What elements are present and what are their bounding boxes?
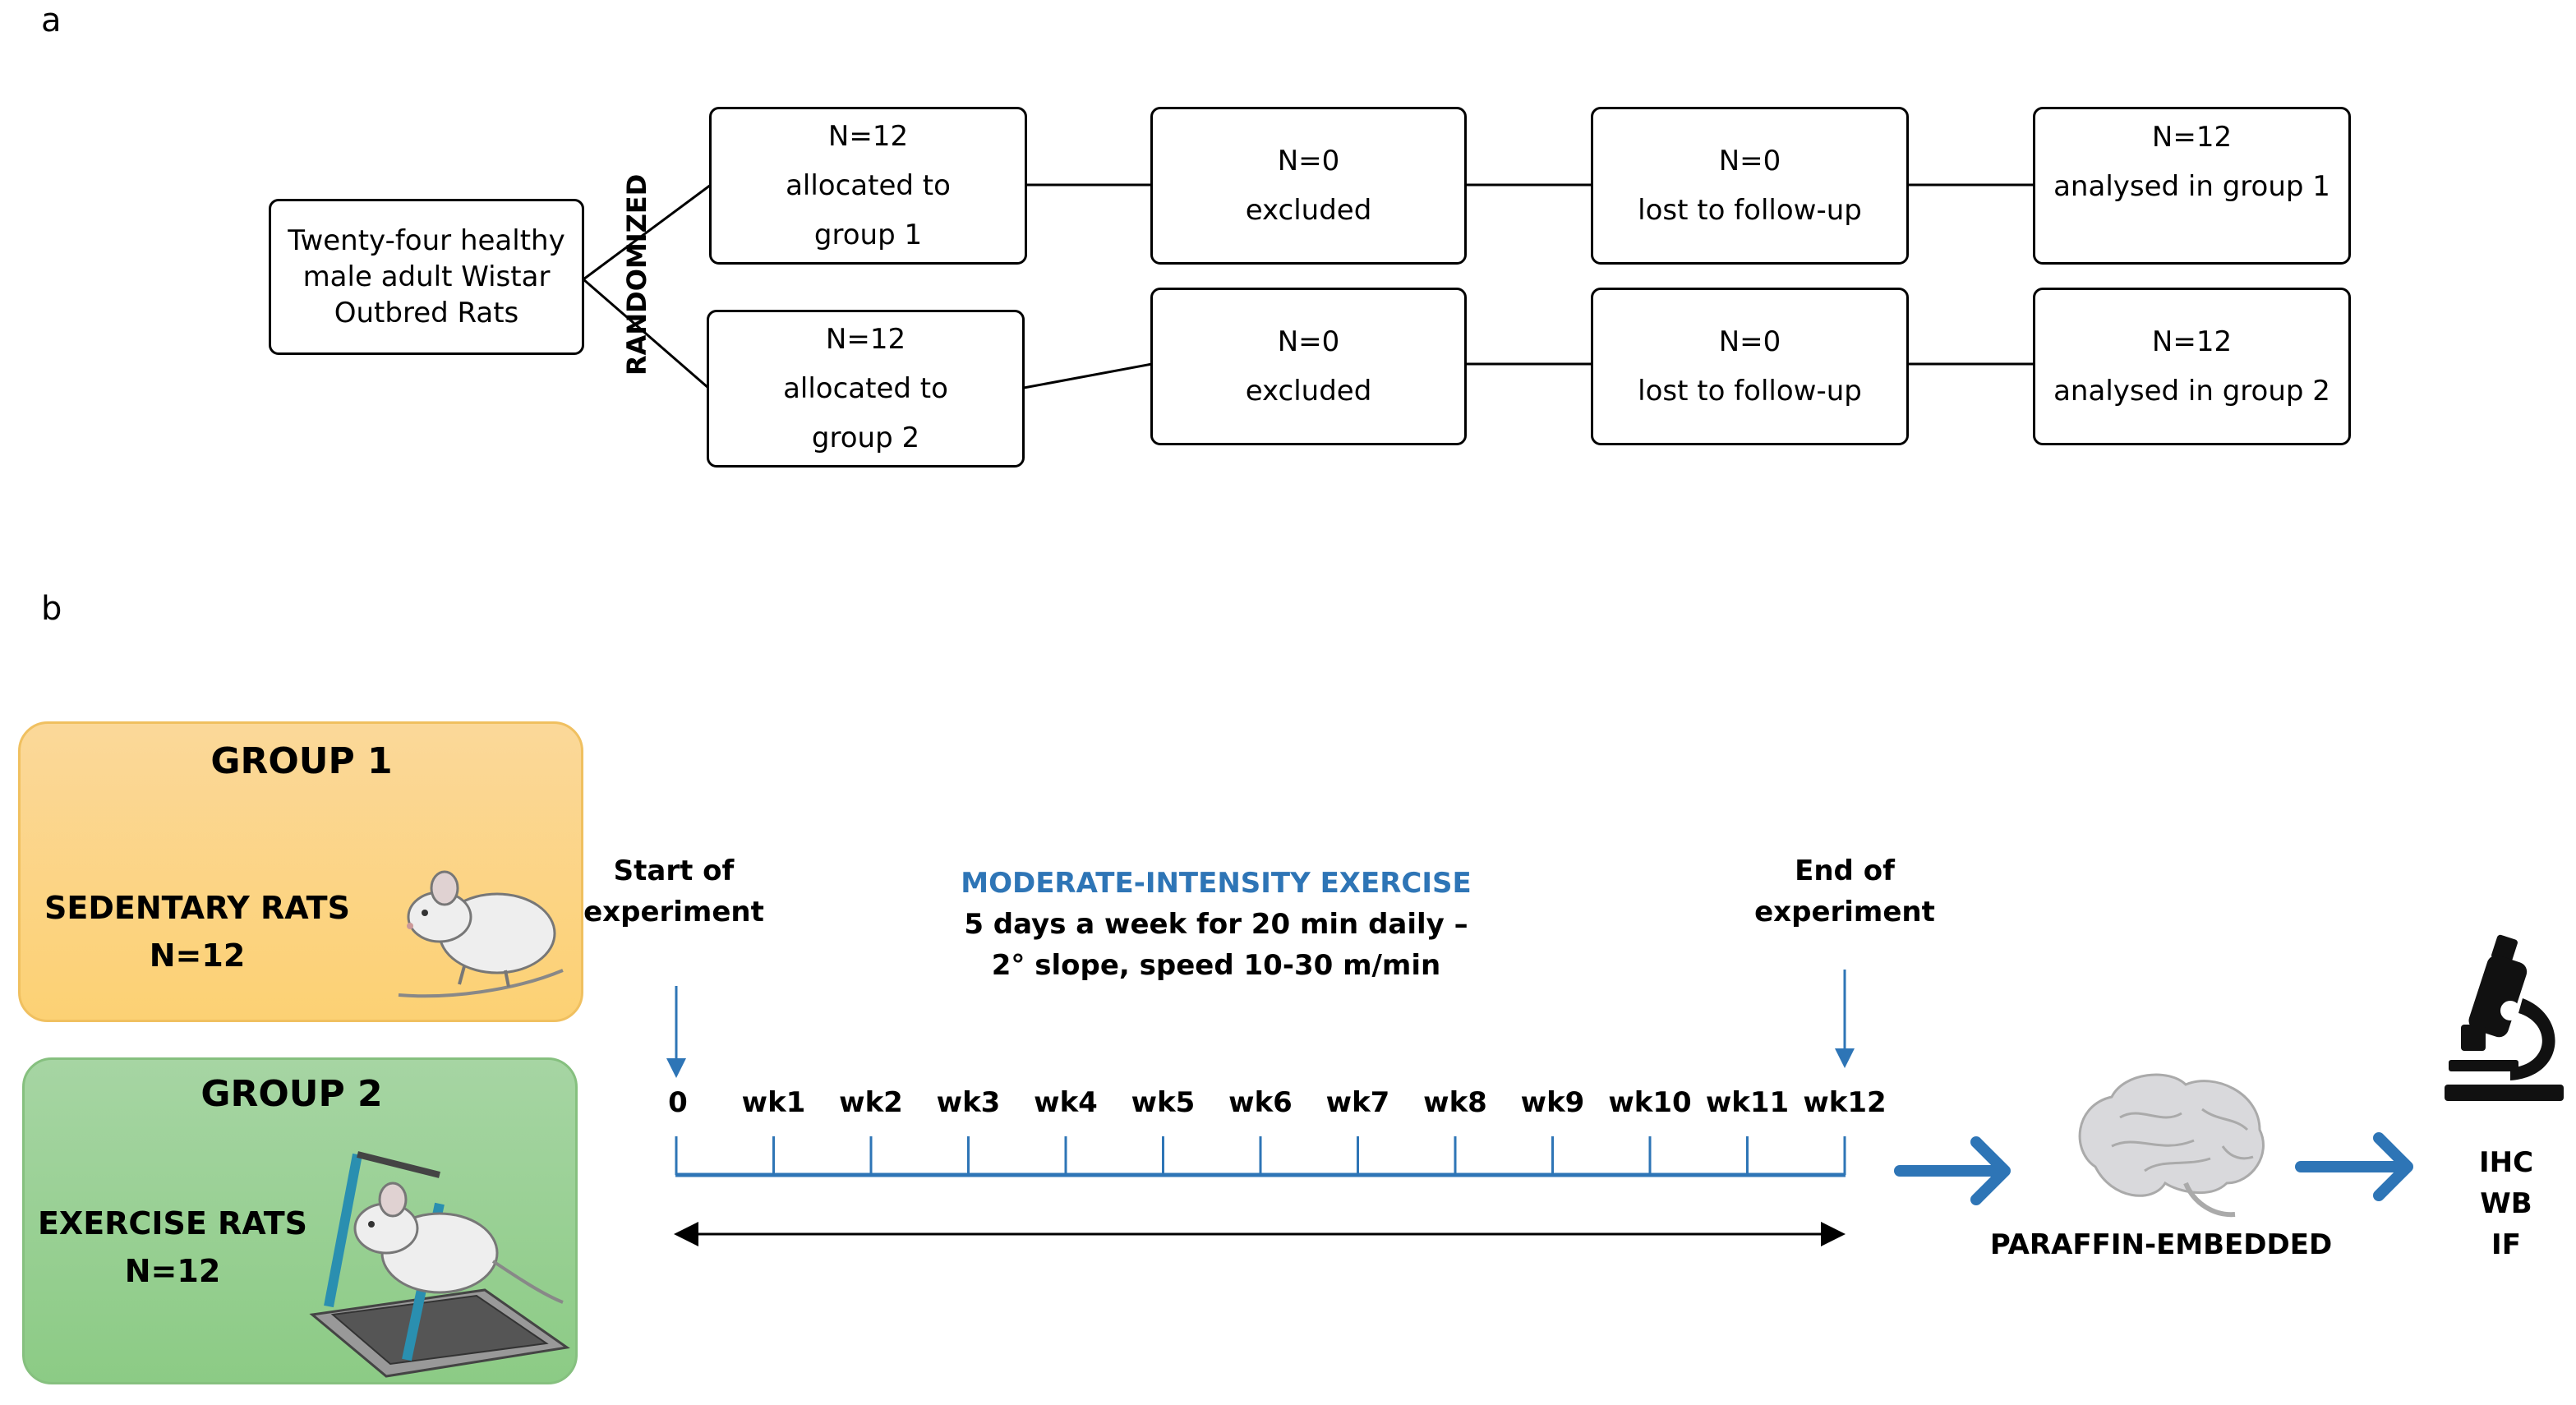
excluded-group2-n: N=0 — [1277, 325, 1340, 358]
analysed-group1-n: N=12 — [2151, 121, 2233, 154]
analyses-list: IHC WB IF — [2457, 1142, 2555, 1265]
end-label-line1: End of — [1795, 855, 1895, 887]
exercise-line2: 2° slope, speed 10-30 m/min — [991, 949, 1441, 982]
arrow-to-brain-head — [1970, 1136, 2011, 1205]
lost-group1-text: lost to follow-up — [1638, 194, 1862, 227]
start-box-line2: male adult Wistar — [302, 260, 551, 293]
week-label: wk3 — [936, 1086, 1001, 1119]
week-label: wk2 — [839, 1086, 903, 1119]
week-label: wk8 — [1423, 1086, 1487, 1119]
connector-start-row1 — [583, 183, 712, 281]
microscope-icon — [2445, 934, 2564, 1101]
week-label: wk10 — [1608, 1086, 1692, 1119]
lost-group2-text: lost to follow-up — [1638, 375, 1862, 408]
analysed-group1-text: analysed in group 1 — [2053, 170, 2330, 203]
allocated-group1-line2: group 1 — [813, 219, 923, 251]
allocated-group2-box: N=12 allocated to group 2 — [707, 310, 1025, 468]
lost-group1-n: N=0 — [1718, 145, 1781, 177]
allocated-group1-box: N=12 allocated to group 1 — [709, 107, 1027, 265]
week-label: wk4 — [1034, 1086, 1098, 1119]
start-label-line2: experiment — [583, 896, 764, 928]
analysed-group2-n: N=12 — [2151, 325, 2233, 358]
randomized-label: RANDOMIZED — [621, 173, 652, 375]
exercise-description: MODERATE-INTENSITY EXERCISE 5 days a wee… — [929, 863, 1504, 986]
group2-labels: EXERCISE RATS N=12 — [33, 1200, 312, 1295]
flowchart-connectors — [583, 183, 2035, 389]
week-label: wk11 — [1705, 1086, 1790, 1119]
lost-group1-box: N=0 lost to follow-up — [1591, 107, 1909, 265]
group1-n: N=12 — [149, 937, 246, 974]
week-label: wk1 — [741, 1086, 806, 1119]
start-box-line3: Outbred Rats — [334, 297, 519, 329]
analysed-group2-box: N=12 analysed in group 2 — [2033, 288, 2351, 445]
panel-b-label: b — [41, 590, 62, 628]
week-label: wk9 — [1520, 1086, 1585, 1119]
group1-title: GROUP 1 — [210, 740, 393, 782]
group2-box: GROUP 2 EXERCISE RATS N=12 — [22, 1057, 578, 1384]
group1-labels: SEDENTARY RATS N=12 — [37, 884, 357, 979]
group1-name: SEDENTARY RATS — [44, 890, 350, 926]
excluded-group1-text: excluded — [1245, 194, 1372, 227]
start-of-experiment-label: Start of experiment — [583, 850, 764, 933]
exercise-line1: 5 days a week for 20 min daily – — [964, 908, 1468, 941]
panel-a-label: a — [41, 2, 62, 39]
group2-title: GROUP 2 — [200, 1073, 383, 1115]
rat-icon — [398, 870, 564, 998]
analysis-wb: WB — [2480, 1187, 2532, 1220]
week-label: wk6 — [1228, 1086, 1293, 1119]
week-label: wk5 — [1131, 1086, 1196, 1119]
group2-n: N=12 — [124, 1253, 221, 1289]
lost-group2-n: N=0 — [1718, 325, 1781, 358]
treadmill-rat-icon — [309, 1151, 570, 1378]
end-label-line2: experiment — [1754, 896, 1935, 928]
arrow-to-microscope-head — [2373, 1132, 2413, 1201]
allocated-group1-line1: allocated to — [786, 169, 951, 202]
analysis-ihc: IHC — [2478, 1146, 2534, 1179]
group2-name: EXERCISE RATS — [37, 1205, 308, 1241]
excluded-group1-box: N=0 excluded — [1150, 107, 1467, 265]
excluded-group1-n: N=0 — [1277, 145, 1340, 177]
start-label-line1: Start of — [613, 855, 735, 887]
allocated-group2-line1: allocated to — [783, 372, 948, 405]
connector-r2-1 — [1023, 362, 1153, 389]
start-box: Twenty-four healthy male adult Wistar Ou… — [269, 199, 584, 355]
end-of-experiment-label: End of experiment — [1754, 850, 1935, 933]
timeline-ticks — [675, 1136, 1846, 1175]
excluded-group2-box: N=0 excluded — [1150, 288, 1467, 445]
group1-box: GROUP 1 SEDENTARY RATS N=12 — [18, 721, 583, 1022]
allocated-group2-n: N=12 — [825, 323, 906, 356]
week-label: wk7 — [1325, 1086, 1390, 1119]
allocated-group2-line2: group 2 — [811, 422, 920, 454]
start-box-line1: Twenty-four healthy — [288, 224, 565, 257]
analysed-group1-box: N=12 analysed in group 1 — [2033, 107, 2351, 265]
allocated-group1-n: N=12 — [827, 120, 909, 153]
lost-group2-box: N=0 lost to follow-up — [1591, 288, 1909, 445]
connector-start-row2 — [583, 278, 709, 389]
timeline — [666, 970, 2413, 1246]
paraffin-label: PARAFFIN-EMBEDDED — [1989, 1228, 2333, 1261]
week-label: 0 — [668, 1086, 688, 1119]
analysis-if: IF — [2491, 1228, 2521, 1261]
exercise-title: MODERATE-INTENSITY EXERCISE — [961, 867, 1472, 900]
week-label: wk12 — [1803, 1086, 1887, 1119]
brain-icon — [2078, 1073, 2265, 1218]
analysed-group2-text: analysed in group 2 — [2053, 375, 2330, 408]
excluded-group2-text: excluded — [1245, 375, 1372, 408]
